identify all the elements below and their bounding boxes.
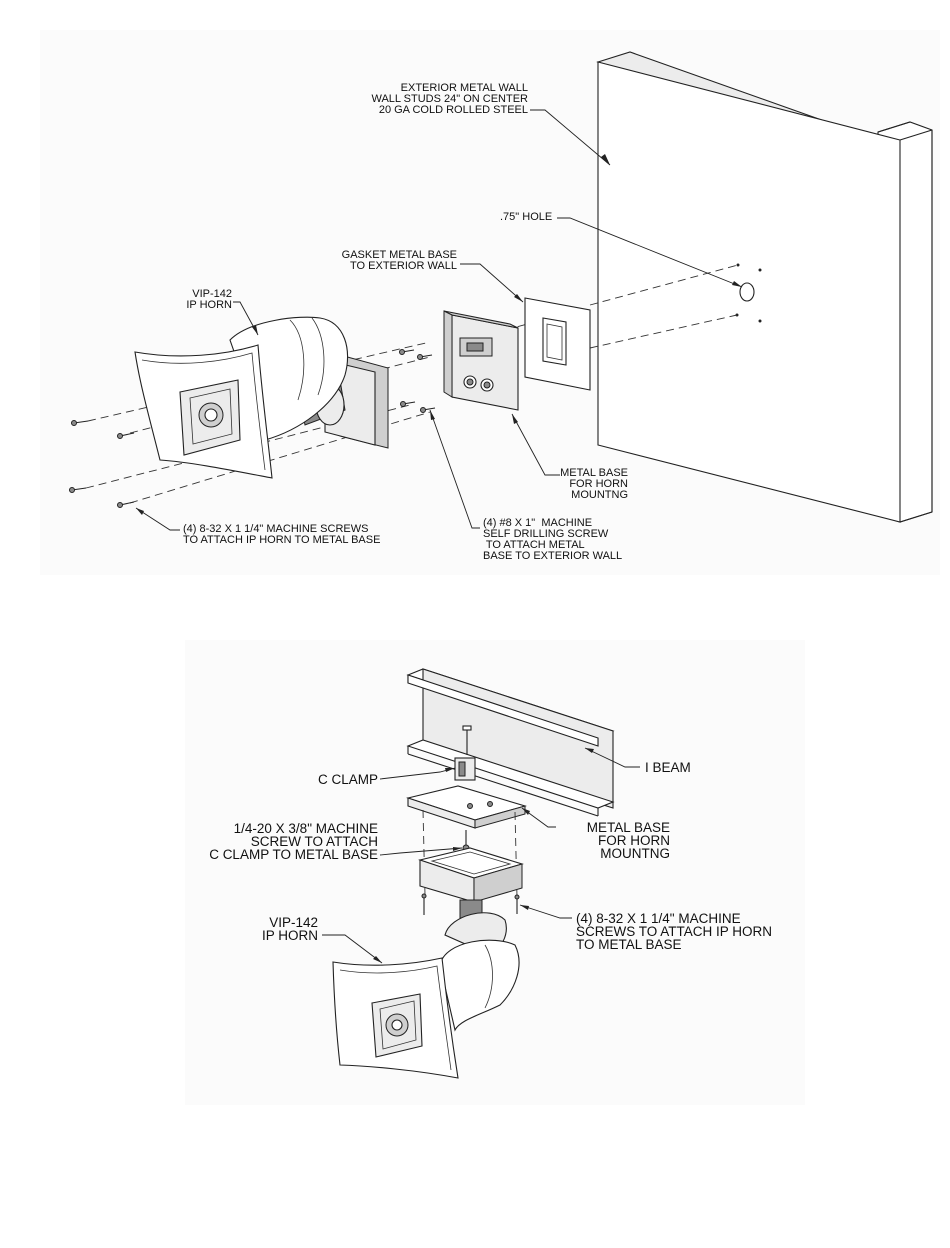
clamp-screw	[462, 830, 470, 852]
wall-label: EXTERIOR METAL WALL WALL STUDS 24" ON CE…	[371, 82, 528, 116]
hole-label: .75" HOLE	[500, 211, 553, 223]
wall-hole	[735, 263, 762, 323]
c-clamp-label: C CLAMP	[317, 772, 378, 787]
machine-screws-label-top: (4) 8-32 X 1 1/4" MACHINE SCREWS TO ATTA…	[183, 523, 381, 546]
c-clamp	[454, 725, 476, 781]
horn-label-top: VIP-142 IP HORN	[186, 288, 232, 311]
metal-base-label-bottom: METAL BASE FOR HORN MOUNTNG	[586, 820, 670, 861]
ip-horn	[134, 316, 389, 479]
bottom-ip-horn	[332, 899, 520, 1079]
exterior-wall	[596, 51, 933, 523]
horn-screws	[69, 420, 135, 508]
clamp-screw-label: 1/4-20 X 3/8" MACHINE SCREW TO ATTACH C …	[209, 821, 378, 862]
top-leader-lines	[135, 109, 743, 531]
gasket	[524, 297, 591, 391]
gasket-label: GASKET METAL BASE TO EXTERIOR WALL	[341, 249, 457, 272]
i-beam	[406, 668, 615, 817]
i-beam-label: I BEAM	[645, 760, 691, 775]
bottom-horn-screws	[421, 893, 520, 915]
machine-screws-label-bottom: (4) 8-32 X 1 1/4" MACHINE SCREWS TO ATTA…	[576, 911, 773, 952]
metal-base-label-top: METAL BASE FOR HORN MOUNTNG	[560, 467, 628, 501]
bottom-leader-lines	[322, 747, 640, 964]
drilling-screws-label: (4) #8 X 1" MACHINE SELF DRILLING SCREW …	[483, 517, 623, 562]
metal-base	[443, 310, 519, 411]
base-screws	[399, 349, 436, 413]
horn-label-bottom: VIP-142 IP HORN	[261, 915, 318, 943]
mounting-box	[418, 847, 524, 903]
